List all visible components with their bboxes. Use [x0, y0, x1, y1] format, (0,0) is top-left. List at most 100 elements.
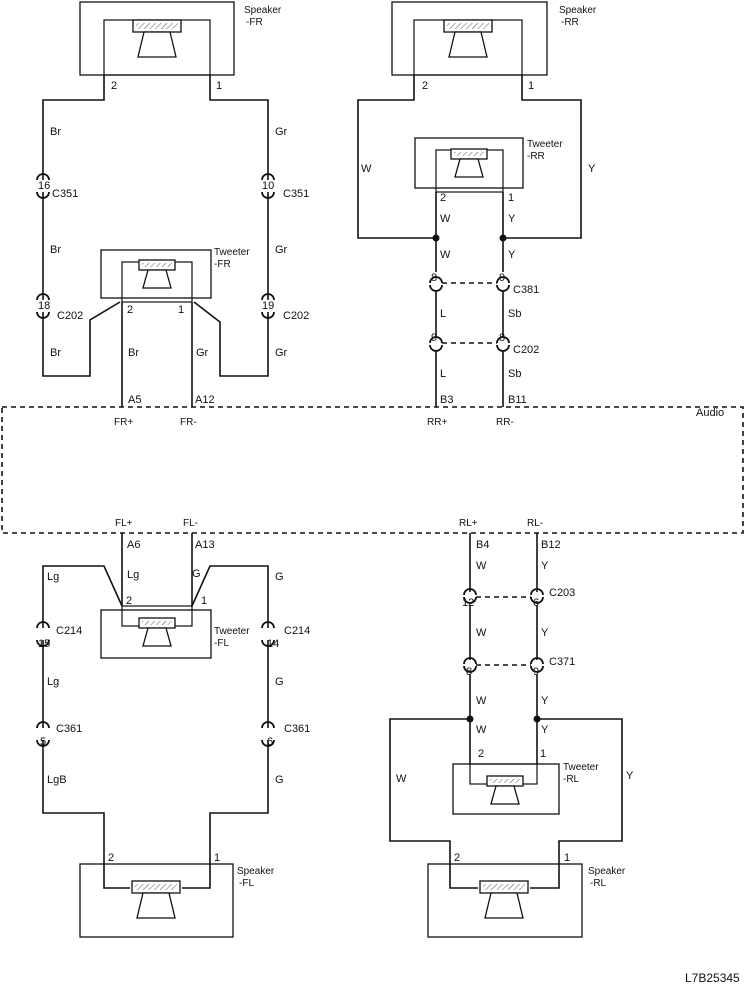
- speaker-rr-pin-1: 1: [528, 80, 534, 92]
- fr-c202-right-name: C202: [283, 310, 309, 322]
- fr-c202-right-pin: 19: [262, 300, 274, 312]
- speaker-rl-label: Speaker: [588, 866, 626, 877]
- fl-c361-right-pin: 6: [267, 736, 273, 748]
- tweeter-rl-pin-2: 2: [478, 748, 484, 760]
- rl-c371-right-connector: [530, 657, 544, 665]
- rl-color-w-1: W: [476, 560, 487, 572]
- tweeter-fl-pin-2: 2: [126, 595, 132, 607]
- rr-color-w-loop: W: [361, 163, 372, 175]
- fl-color-g-2: G: [275, 571, 284, 583]
- rr-minus-pin: B11: [508, 394, 527, 406]
- rr-wire-w-loop: [357, 75, 436, 239]
- rr-color-y-1: Y: [508, 213, 516, 225]
- tweeter-rl-pin-1: 1: [540, 748, 546, 760]
- fr-wire-br-lower: [42, 301, 121, 377]
- fl-c214-right-pin: 14: [267, 638, 279, 650]
- fr-plus-signal: FR+: [114, 417, 133, 428]
- rr-c381-right-connector: [496, 276, 510, 284]
- tweeter-fl-sublabel: -FL: [214, 638, 229, 649]
- speaker-rr: [391, 1, 548, 76]
- fl-wire-g-upper: [191, 565, 269, 628]
- fr-color-br-3: Br: [50, 347, 61, 359]
- fr-color-br-1: Br: [50, 126, 61, 138]
- fl-c214-left-connector: [36, 621, 50, 629]
- rl-c371-name: C371: [549, 656, 575, 668]
- tweeter-fr-sublabel: -FR: [214, 259, 231, 270]
- rl-c371-right-pin: 9: [533, 666, 539, 678]
- rl-c371-left-connector: [463, 657, 477, 665]
- rr-c202-right-connector: [496, 336, 510, 344]
- rr-color-sb-2: Sb: [508, 368, 521, 380]
- audio-unit-box: [1, 406, 744, 534]
- rr-plus-signal: RR+: [427, 417, 447, 428]
- tweeter-fl-pin-1: 1: [201, 595, 207, 607]
- speaker-fl-pin-1: 1: [214, 852, 220, 864]
- fl-wire-lgb: [42, 740, 130, 889]
- rl-color-y-4: Y: [541, 724, 549, 736]
- speaker-fr-label: Speaker: [244, 5, 282, 16]
- tweeter-fr-pin-1: 1: [178, 304, 184, 316]
- speaker-fr-sublabel: -FR: [246, 17, 263, 28]
- rl-c371-left-pin: 8: [466, 666, 472, 678]
- rr-c381-name: C381: [513, 284, 539, 296]
- tweeter-rr-pin-1: 1: [508, 192, 514, 204]
- rr-minus-signal: RR-: [496, 417, 514, 428]
- tweeter-rr-label: Tweeter: [527, 139, 563, 150]
- fr-minus-pin: A12: [195, 394, 215, 406]
- rr-color-l-1: L: [440, 308, 446, 320]
- rr-c381-left-connector: [429, 276, 443, 284]
- fr-c351-right-name: C351: [283, 188, 309, 200]
- tweeter-rr-sublabel: -RR: [527, 151, 545, 162]
- tweeter-rl: [452, 763, 560, 815]
- rr-splice-y: [499, 234, 507, 242]
- tweeter-rl-label: Tweeter: [563, 762, 599, 773]
- rr-color-y-2: Y: [508, 249, 516, 261]
- speaker-rr-sublabel: -RR: [561, 17, 579, 28]
- fr-color-gr-2: Gr: [275, 244, 288, 256]
- fl-color-lg-3: Lg: [47, 676, 59, 688]
- rl-plus-signal: RL+: [459, 518, 478, 529]
- rl-wire-w-loop: [389, 718, 478, 889]
- fl-c361-left-name: C361: [56, 723, 82, 735]
- speaker-rl: [427, 863, 583, 938]
- fr-color-br-4: Br: [128, 347, 139, 359]
- rl-color-w-2: W: [476, 627, 487, 639]
- speaker-fr-pin-1: 1: [216, 80, 222, 92]
- fl-wire-g-lower: [182, 740, 269, 889]
- speaker-fl-label: Speaker: [237, 866, 275, 877]
- fr-color-gr-3: Gr: [275, 347, 288, 359]
- fr-color-gr-4: Gr: [196, 347, 209, 359]
- fl-wire-lg-upper: [42, 565, 123, 628]
- rr-color-w-2: W: [440, 249, 451, 261]
- speaker-rr-label: Speaker: [559, 5, 597, 16]
- rl-c203-left-connector: [463, 588, 477, 596]
- fr-c202-left-connector: [36, 293, 50, 301]
- speaker-rr-pin-2: 2: [422, 80, 428, 92]
- speaker-rl-pin-2: 2: [454, 852, 460, 864]
- rr-splice-w: [432, 234, 440, 242]
- tweeter-fl-label: Tweeter: [214, 626, 250, 637]
- rl-c203-right-pin: 6: [533, 597, 539, 609]
- fl-c361-right-name: C361: [284, 723, 310, 735]
- speaker-fr-pin-2: 2: [111, 80, 117, 92]
- rr-color-l-2: L: [440, 368, 446, 380]
- rl-c203-name: C203: [549, 587, 575, 599]
- tweeter-fr-label: Tweeter: [214, 247, 250, 258]
- fr-c202-right-connector: [261, 293, 275, 301]
- rl-c203-right-connector: [530, 588, 544, 596]
- fr-plus-pin: A5: [128, 394, 141, 406]
- fr-c202-left-name: C202: [57, 310, 83, 322]
- rl-color-y-1: Y: [541, 560, 549, 572]
- rl-color-w-3: W: [476, 695, 487, 707]
- fl-plus-signal: FL+: [115, 518, 133, 529]
- fl-minus-signal: FL-: [183, 518, 198, 529]
- speaker-fr: [79, 1, 235, 76]
- rl-minus-signal: RL-: [527, 518, 543, 529]
- fl-color-lgb: LgB: [47, 774, 67, 786]
- speaker-fl-sublabel: -FL: [239, 878, 254, 889]
- rr-c202-right-pin: 8: [499, 332, 505, 344]
- fl-c214-left-pin: 15: [38, 638, 50, 650]
- rr-c202-name: C202: [513, 344, 539, 356]
